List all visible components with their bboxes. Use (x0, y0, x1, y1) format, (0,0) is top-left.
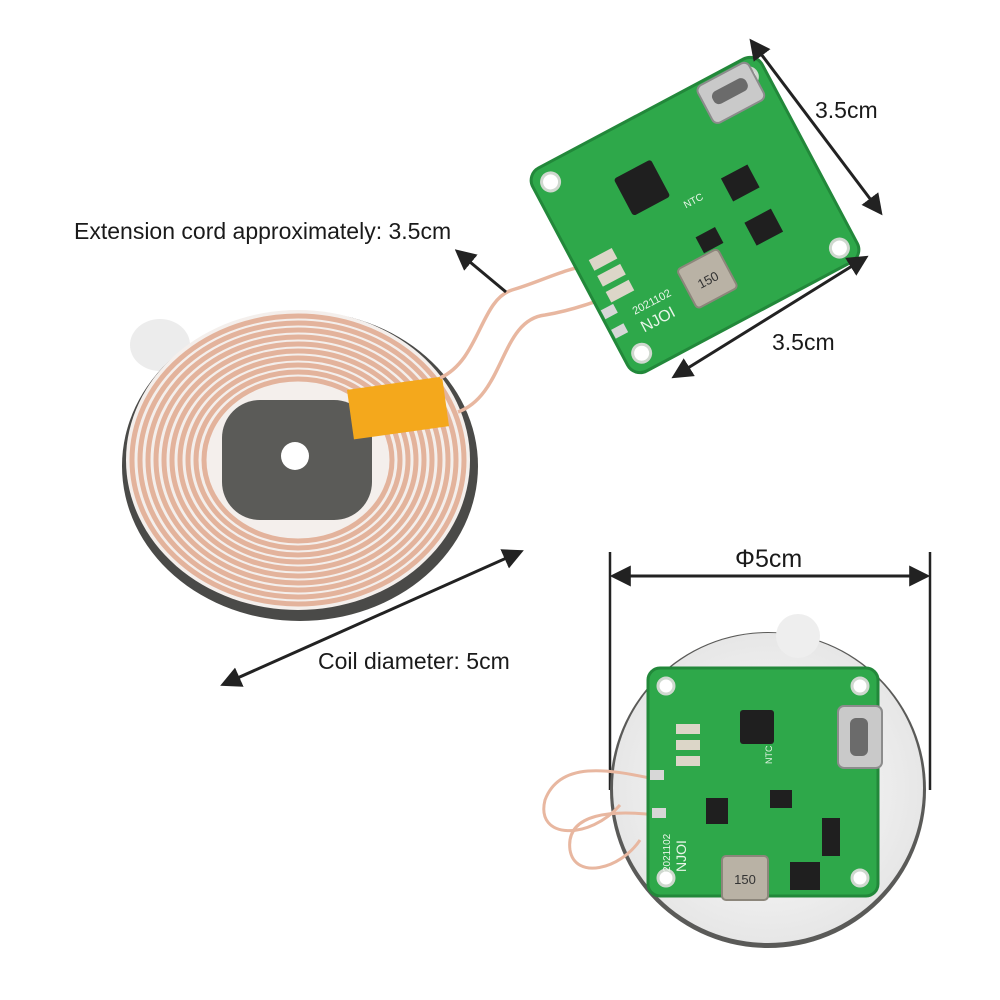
controller-chip-bottom (740, 710, 774, 744)
date-code-bottom: 2021102 (662, 833, 673, 872)
assembled-module: 150 NJOI 2021102 NTC (542, 552, 932, 948)
coil-assembly (122, 260, 627, 621)
coil-diameter-arrow (220, 549, 524, 687)
loop-lead-2 (568, 811, 656, 870)
inductor-bottom (721, 855, 769, 901)
coil-diameter-label: Coil diameter: 5cm (318, 648, 510, 674)
extension-cord-arrow (454, 249, 507, 294)
lead-wire-1 (439, 260, 601, 380)
extension-cord-label: Extension cord approximately: 3.5cm (74, 218, 452, 244)
center-hole (281, 442, 309, 470)
board-width-arrow (749, 38, 883, 216)
inductor-code-bottom: 150 (734, 872, 756, 887)
diameter-label: Φ5cm (735, 545, 803, 573)
board-height-label: 3.5cm (772, 329, 835, 355)
board-id-bottom: NJOI (673, 840, 689, 872)
loop-lead-1 (542, 769, 651, 833)
ntc-label-bottom: NTC (764, 745, 774, 764)
controller-chip (614, 160, 670, 216)
board-height-arrow (671, 255, 869, 379)
board-width-label: 3.5cm (815, 97, 878, 123)
mosfet-2 (744, 208, 784, 246)
kapton-tape (346, 376, 450, 440)
